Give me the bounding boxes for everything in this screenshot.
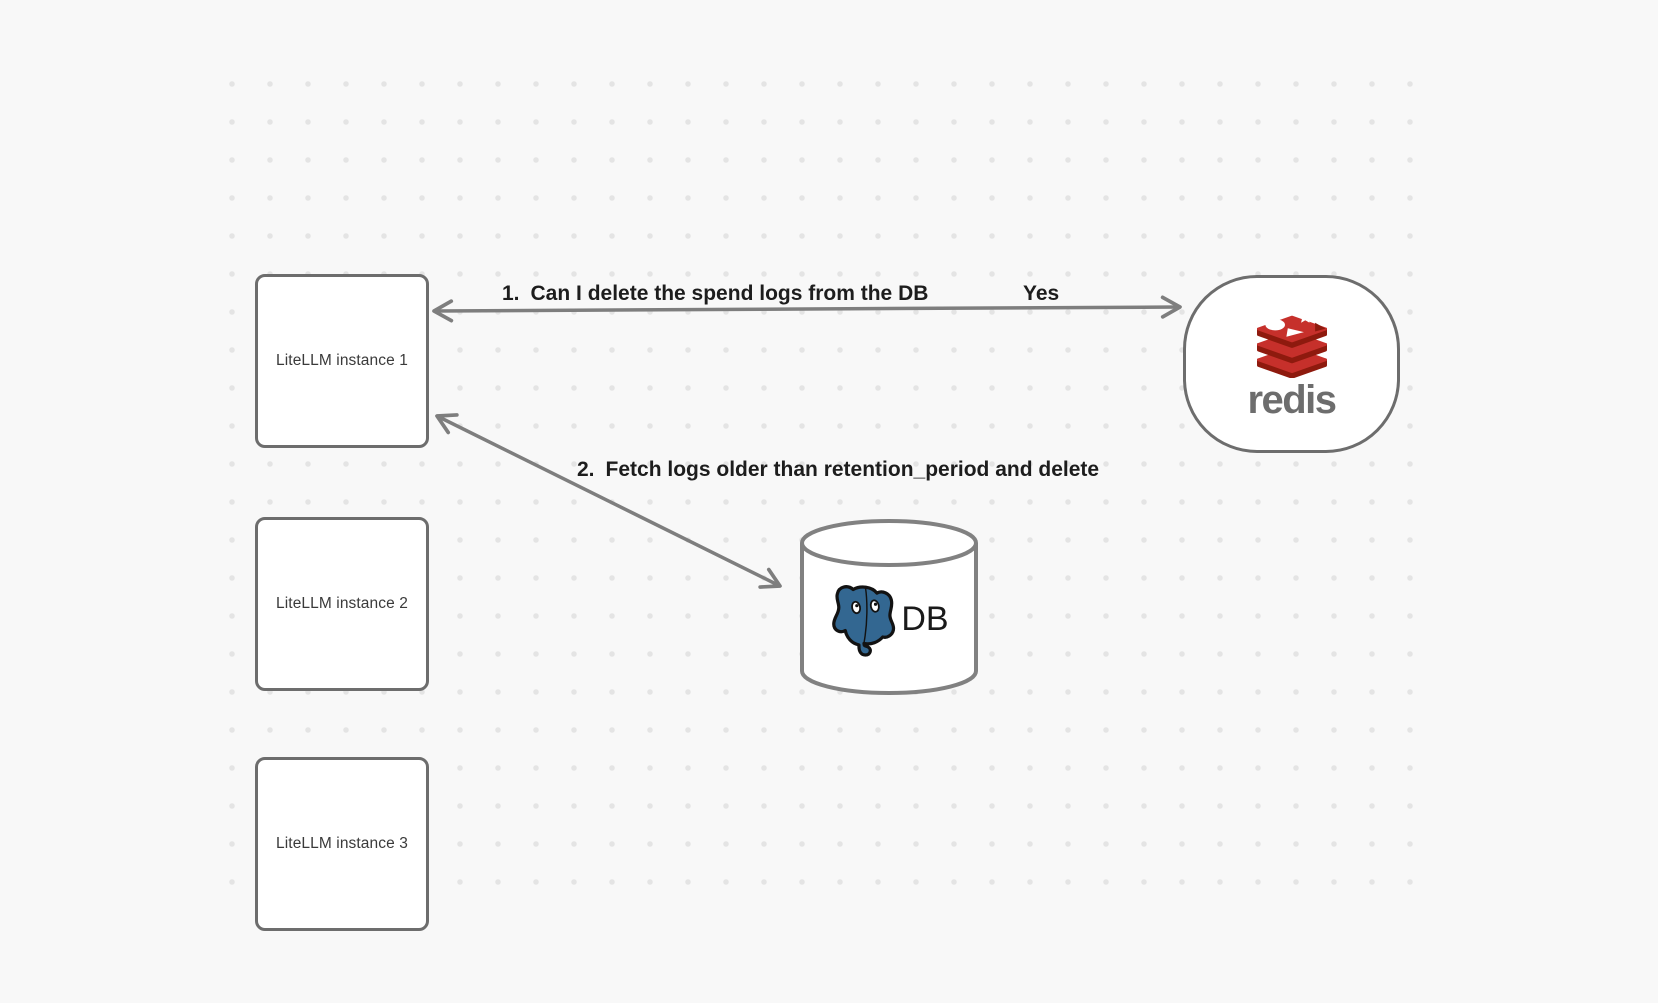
node-litellm-instance-2-label: LiteLLM instance 2 xyxy=(276,595,408,612)
node-redis: redis xyxy=(1183,275,1400,453)
edge2-text: Fetch logs older than retention_period a… xyxy=(605,458,1100,481)
db-node-content: DB xyxy=(800,577,977,661)
edge1-response-text: Yes xyxy=(1023,282,1060,305)
node-litellm-instance-1: LiteLLM instance 1 xyxy=(255,274,429,448)
redis-logo-icon xyxy=(1256,310,1327,378)
edge2-number: 2. xyxy=(577,458,595,481)
edge1-label: 1. Can I delete the spend logs from the … xyxy=(502,283,928,305)
edge1-response-label: Yes xyxy=(1023,283,1059,305)
node-litellm-instance-2: LiteLLM instance 2 xyxy=(255,517,429,691)
db-label: DB xyxy=(901,600,949,638)
node-litellm-instance-1-label: LiteLLM instance 1 xyxy=(276,352,408,369)
node-litellm-instance-3-label: LiteLLM instance 3 xyxy=(276,835,408,852)
redis-wordmark: redis xyxy=(1247,378,1337,422)
edge1-number: 1. xyxy=(502,282,520,305)
node-litellm-instance-3: LiteLLM instance 3 xyxy=(255,757,429,931)
postgres-elephant-icon xyxy=(832,585,896,657)
edge2-label: 2. Fetch logs older than retention_perio… xyxy=(577,459,1099,481)
edge1-text: Can I delete the spend logs from the DB xyxy=(530,282,929,305)
